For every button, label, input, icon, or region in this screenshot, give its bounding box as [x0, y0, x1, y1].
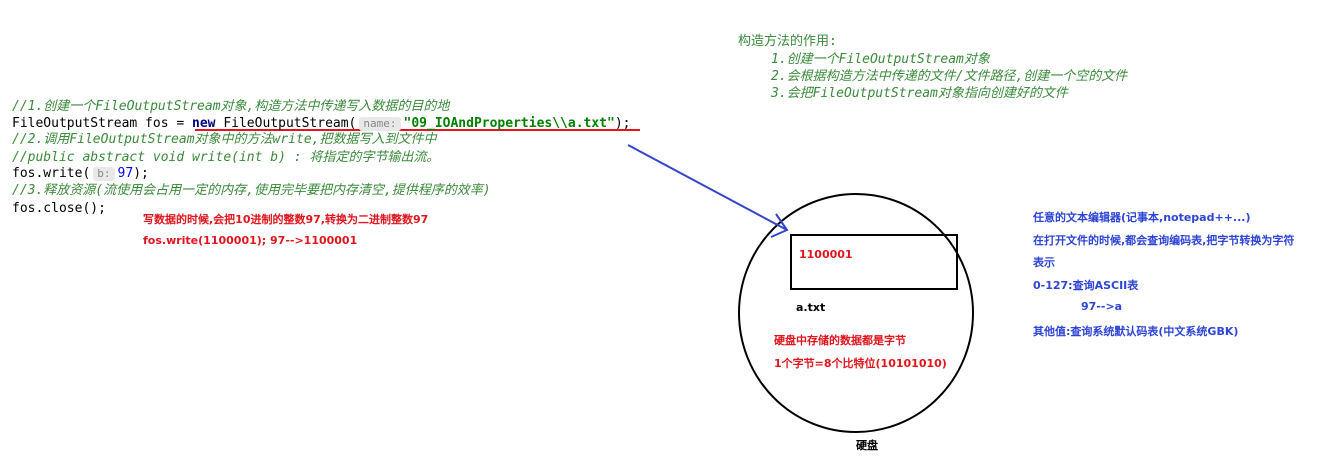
arrow-head	[770, 213, 789, 238]
editor-note-2: 在打开文件的时候,都会查询编码表,把字节转换为字符	[1033, 234, 1295, 247]
write-example: fos.write(1100001); 97-->1100001	[143, 234, 358, 247]
file-box	[790, 234, 958, 290]
code-end-2: );	[133, 166, 149, 181]
ctor-item-1: 1.创建一个FileOutputStream对象	[771, 52, 990, 67]
code-comment-4: //3.释放资源(流使用会占用一定的内存,使用完毕要把内存清空,提供程序的效率)	[12, 183, 491, 198]
disk-note-1: 硬盘中存储的数据都是字节	[774, 334, 906, 347]
code-comment-1: //1.创建一个FileOutputStream对象,构造方法中传递写入数据的目…	[12, 99, 450, 114]
code-line-new-stream: FileOutputStream fos = new FileOutputStr…	[12, 116, 631, 132]
editor-note-5: 97-->a	[1081, 300, 1123, 313]
file-name: a.txt	[796, 301, 826, 314]
code-keyword-new: new	[192, 116, 216, 131]
code-write: fos.write(	[12, 166, 91, 181]
ctor-item-3: 3.会把FileOutputStream对象指向创建好的文件	[771, 86, 1068, 101]
editor-note-1: 任意的文本编辑器(记事本,notepad++...)	[1033, 211, 1251, 224]
disk-note-2: 1个字节=8个比特位(10101010)	[774, 357, 947, 370]
write-note: 写数据的时候,会把10进制的整数97,转换为二进制整数97	[143, 213, 429, 226]
param-hint-name: name:	[359, 117, 401, 131]
code-ctor: FileOutputStream(	[215, 116, 357, 131]
code-comment-3: //public abstract void write(int b) : 将指…	[12, 150, 440, 165]
code-end-1: );	[614, 116, 631, 131]
code-number-97: 97	[117, 166, 134, 181]
file-content: 1100001	[799, 248, 853, 261]
arrow-line	[627, 144, 788, 231]
editor-note-6: 其他值:查询系统默认码表(中文系统GBK)	[1033, 325, 1239, 338]
code-decl: FileOutputStream fos =	[12, 116, 193, 131]
disk-label: 硬盘	[856, 439, 878, 452]
editor-note-4: 0-127:查询ASCII表	[1033, 279, 1139, 292]
code-comment-2: //2.调用FileOutputStream对象中的方法write,把数据写入到…	[12, 132, 437, 147]
code-string-path: "09_IOAndProperties\\a.txt"	[403, 116, 615, 131]
ctor-item-2: 2.会根据构造方法中传递的文件/文件路径,创建一个空的文件	[771, 69, 1128, 84]
code-line-write: fos.write(b:97);	[12, 166, 149, 182]
code-line-close: fos.close();	[12, 201, 106, 216]
ctor-title: 构造方法的作用:	[738, 34, 837, 49]
disk-ellipse	[738, 193, 974, 433]
editor-note-3: 表示	[1033, 256, 1055, 269]
param-hint-b: b:	[93, 167, 115, 181]
